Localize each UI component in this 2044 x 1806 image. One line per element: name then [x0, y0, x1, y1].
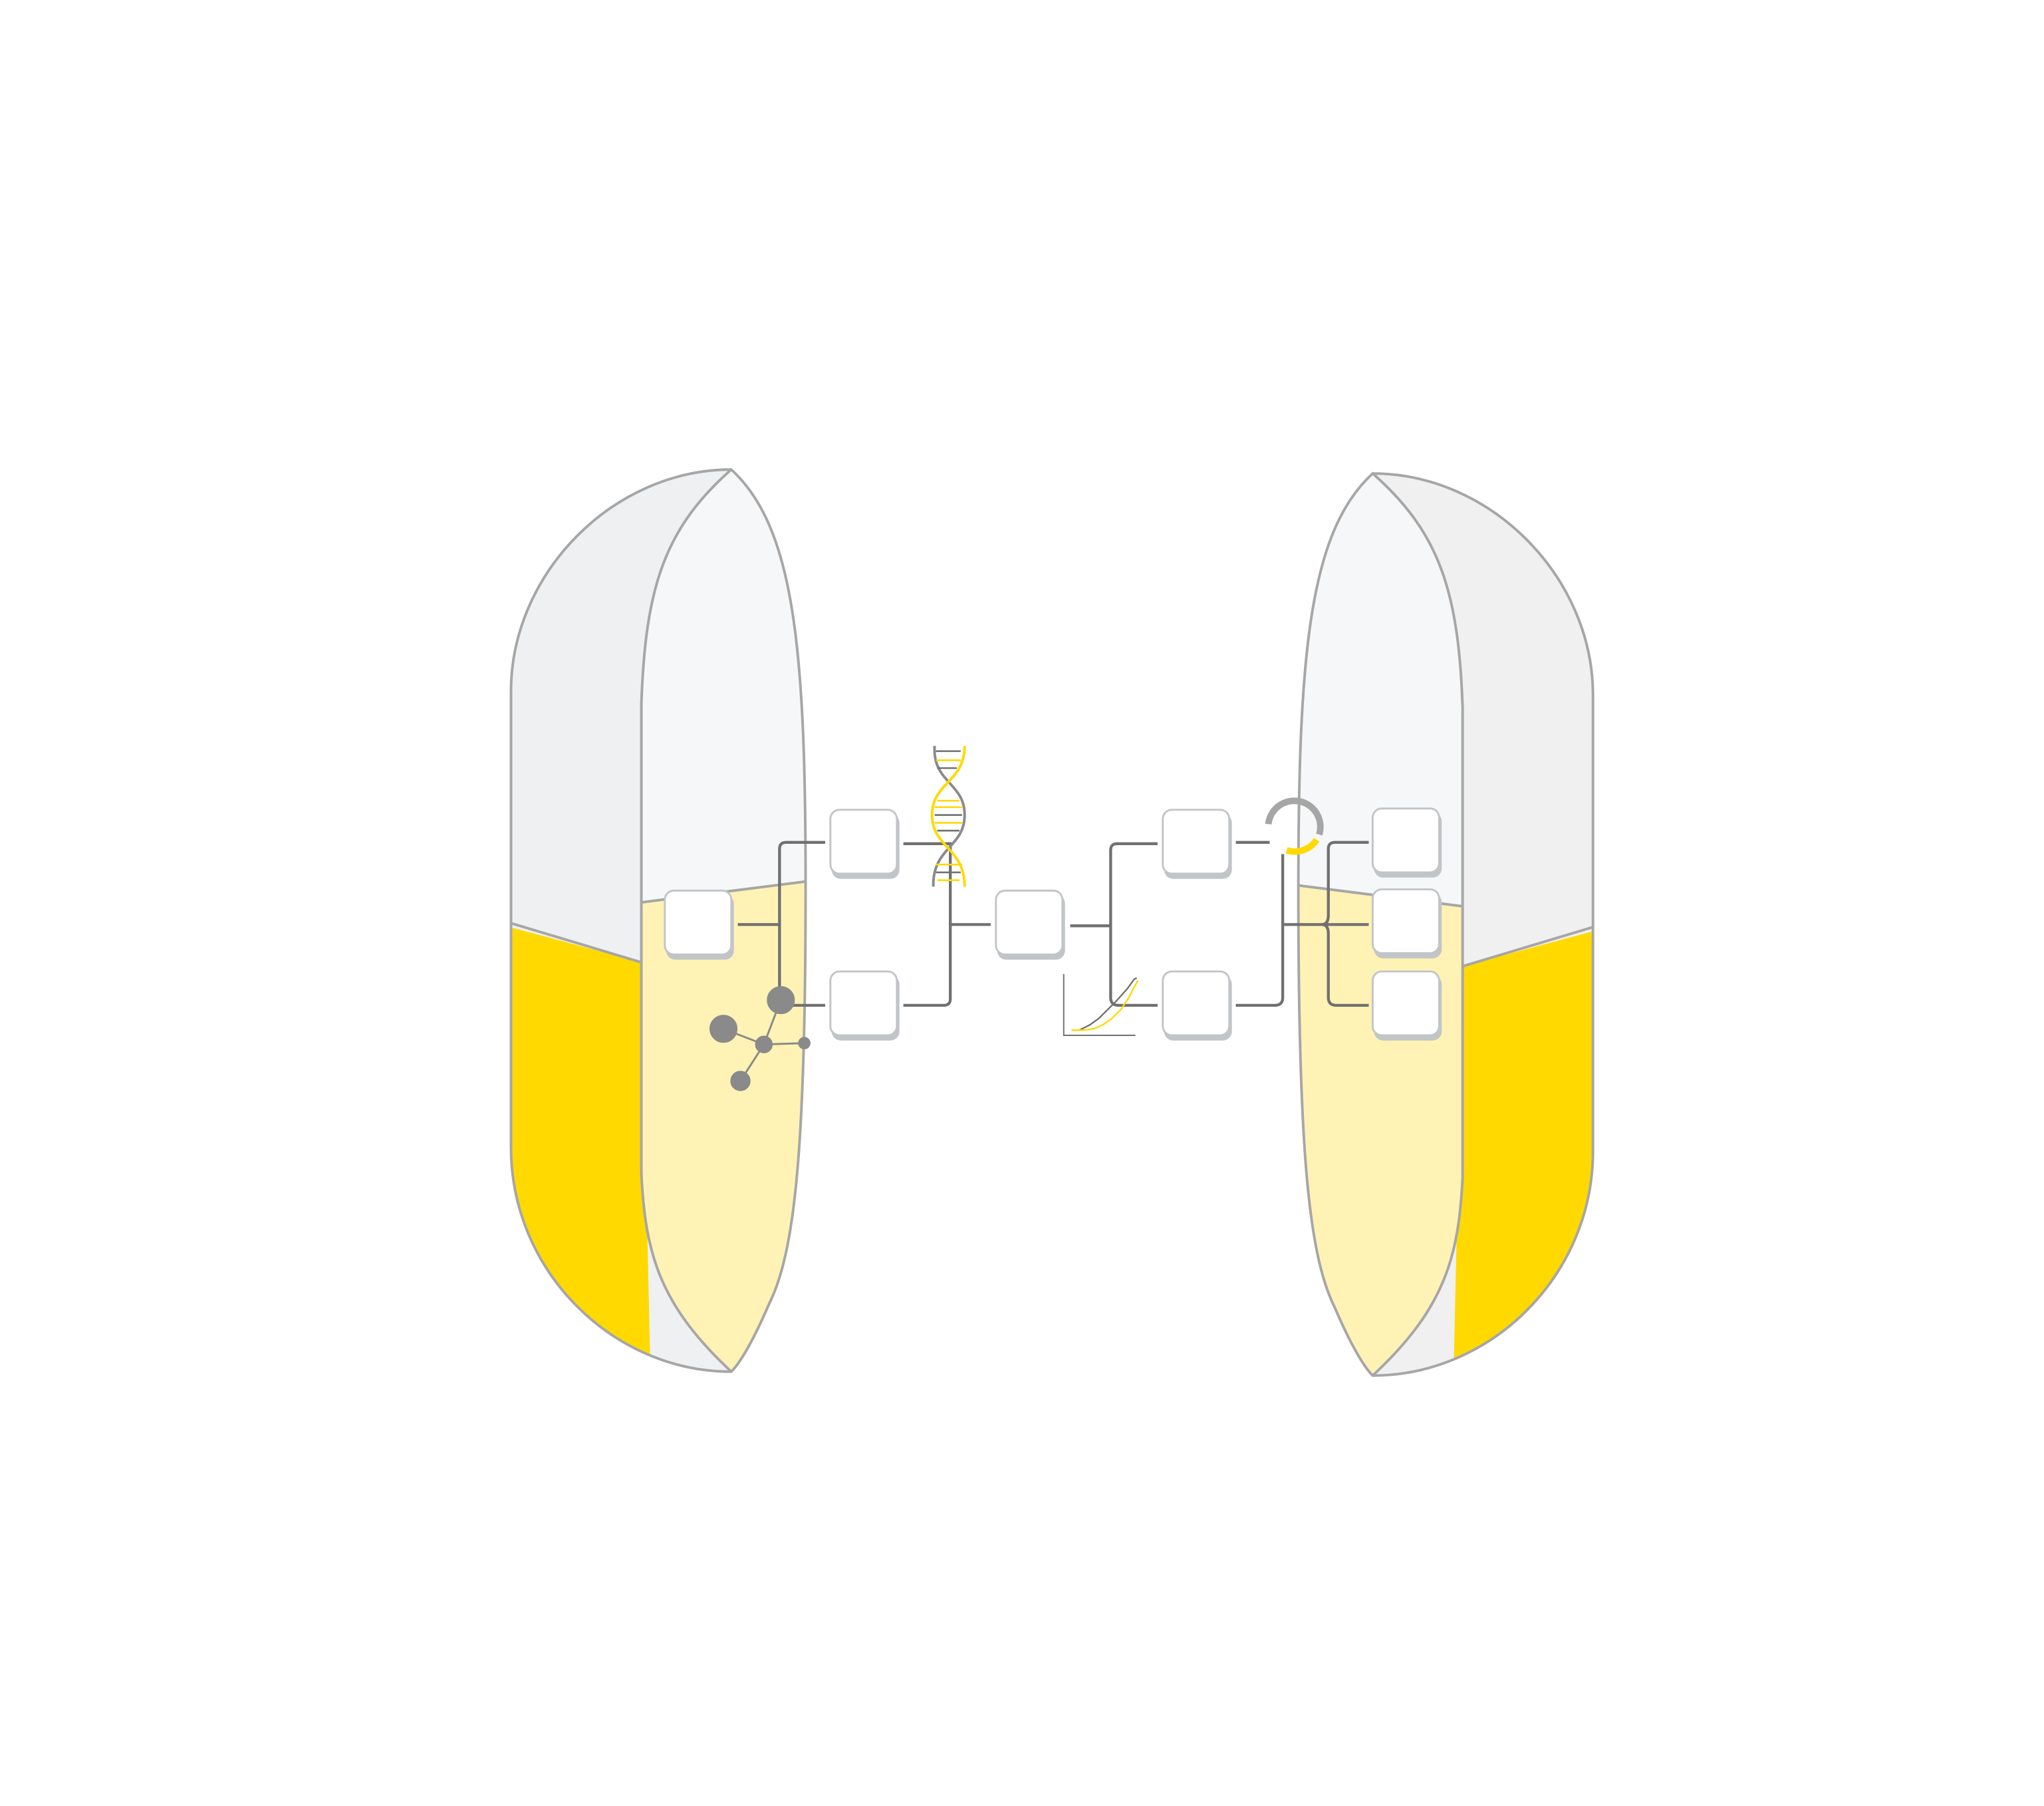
flow-box-center[interactable] — [995, 889, 1065, 960]
growth-chart-icon — [1063, 973, 1139, 1036]
flow-box-upper-left[interactable] — [829, 809, 900, 879]
flow-box-lower-left[interactable] — [829, 970, 900, 1041]
flow-box-lower-right[interactable] — [1162, 970, 1232, 1041]
connector-right — [1235, 840, 1369, 1007]
flow-box-output-2[interactable] — [1371, 888, 1442, 959]
capsule-right-half — [1297, 471, 1595, 1377]
connector-mid-left — [903, 842, 991, 1007]
connector-mid-right — [1070, 842, 1158, 1007]
flow-boxes — [664, 807, 1442, 1041]
connector-left — [737, 840, 825, 1007]
flow-box-input[interactable] — [664, 889, 734, 960]
dna-helix-icon — [930, 745, 966, 887]
connector-lines — [737, 840, 1369, 1007]
flow-box-output-1[interactable] — [1371, 807, 1442, 878]
capsule-left-half — [509, 467, 807, 1373]
flow-box-upper-right[interactable] — [1162, 809, 1232, 879]
molecule-icon — [709, 985, 811, 1091]
flow-box-output-3[interactable] — [1371, 970, 1442, 1041]
progress-ring-icon — [1265, 797, 1324, 855]
